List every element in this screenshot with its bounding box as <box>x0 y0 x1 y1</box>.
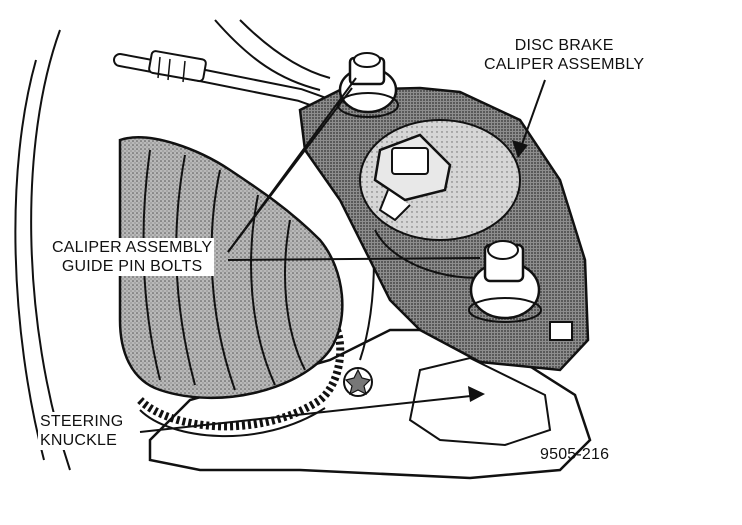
label-knuckle-line2: KNUCKLE <box>40 432 117 449</box>
caliper-body <box>298 86 590 372</box>
leader-knuckle <box>139 394 481 433</box>
hub-tone-ring <box>137 316 345 438</box>
label-caliper-line1: DISC BRAKE <box>514 37 614 54</box>
label-disc-brake-caliper-assembly: DISC BRAKE CALIPER ASSEMBLY <box>484 36 644 74</box>
wheel-well-arcs <box>14 19 331 471</box>
label-caliper-guide-pin-bolts: CALIPER ASSEMBLY GUIDE PIN BOLTS <box>50 238 215 276</box>
hose-fitting-bolt-icon <box>373 133 452 222</box>
label-guide-pins-line1: CALIPER ASSEMBLY <box>52 239 213 256</box>
arrowhead-knuckle <box>468 386 485 402</box>
figure-id: 9505-216 <box>540 446 610 463</box>
label-caliper-line2: CALIPER ASSEMBLY <box>484 56 645 73</box>
leader-lower-bolt <box>227 257 481 261</box>
leader-upper-bolt-2 <box>227 77 357 253</box>
label-knuckle-line1: STEERING <box>40 413 124 430</box>
cv-boot <box>118 136 344 400</box>
knuckle-bolt-icon <box>343 367 373 397</box>
upper-guide-pin-bolt-icon <box>337 52 399 118</box>
arrowhead-caliper <box>512 140 528 158</box>
leader-caliper <box>519 79 546 151</box>
leader-arrowheads <box>468 140 528 402</box>
label-steering-knuckle: STEERING KNUCKLE <box>38 412 126 450</box>
lower-guide-pin-bolt-icon <box>468 240 542 323</box>
leader-lines <box>139 77 546 433</box>
label-guide-pins-line2: GUIDE PIN BOLTS <box>61 258 203 275</box>
